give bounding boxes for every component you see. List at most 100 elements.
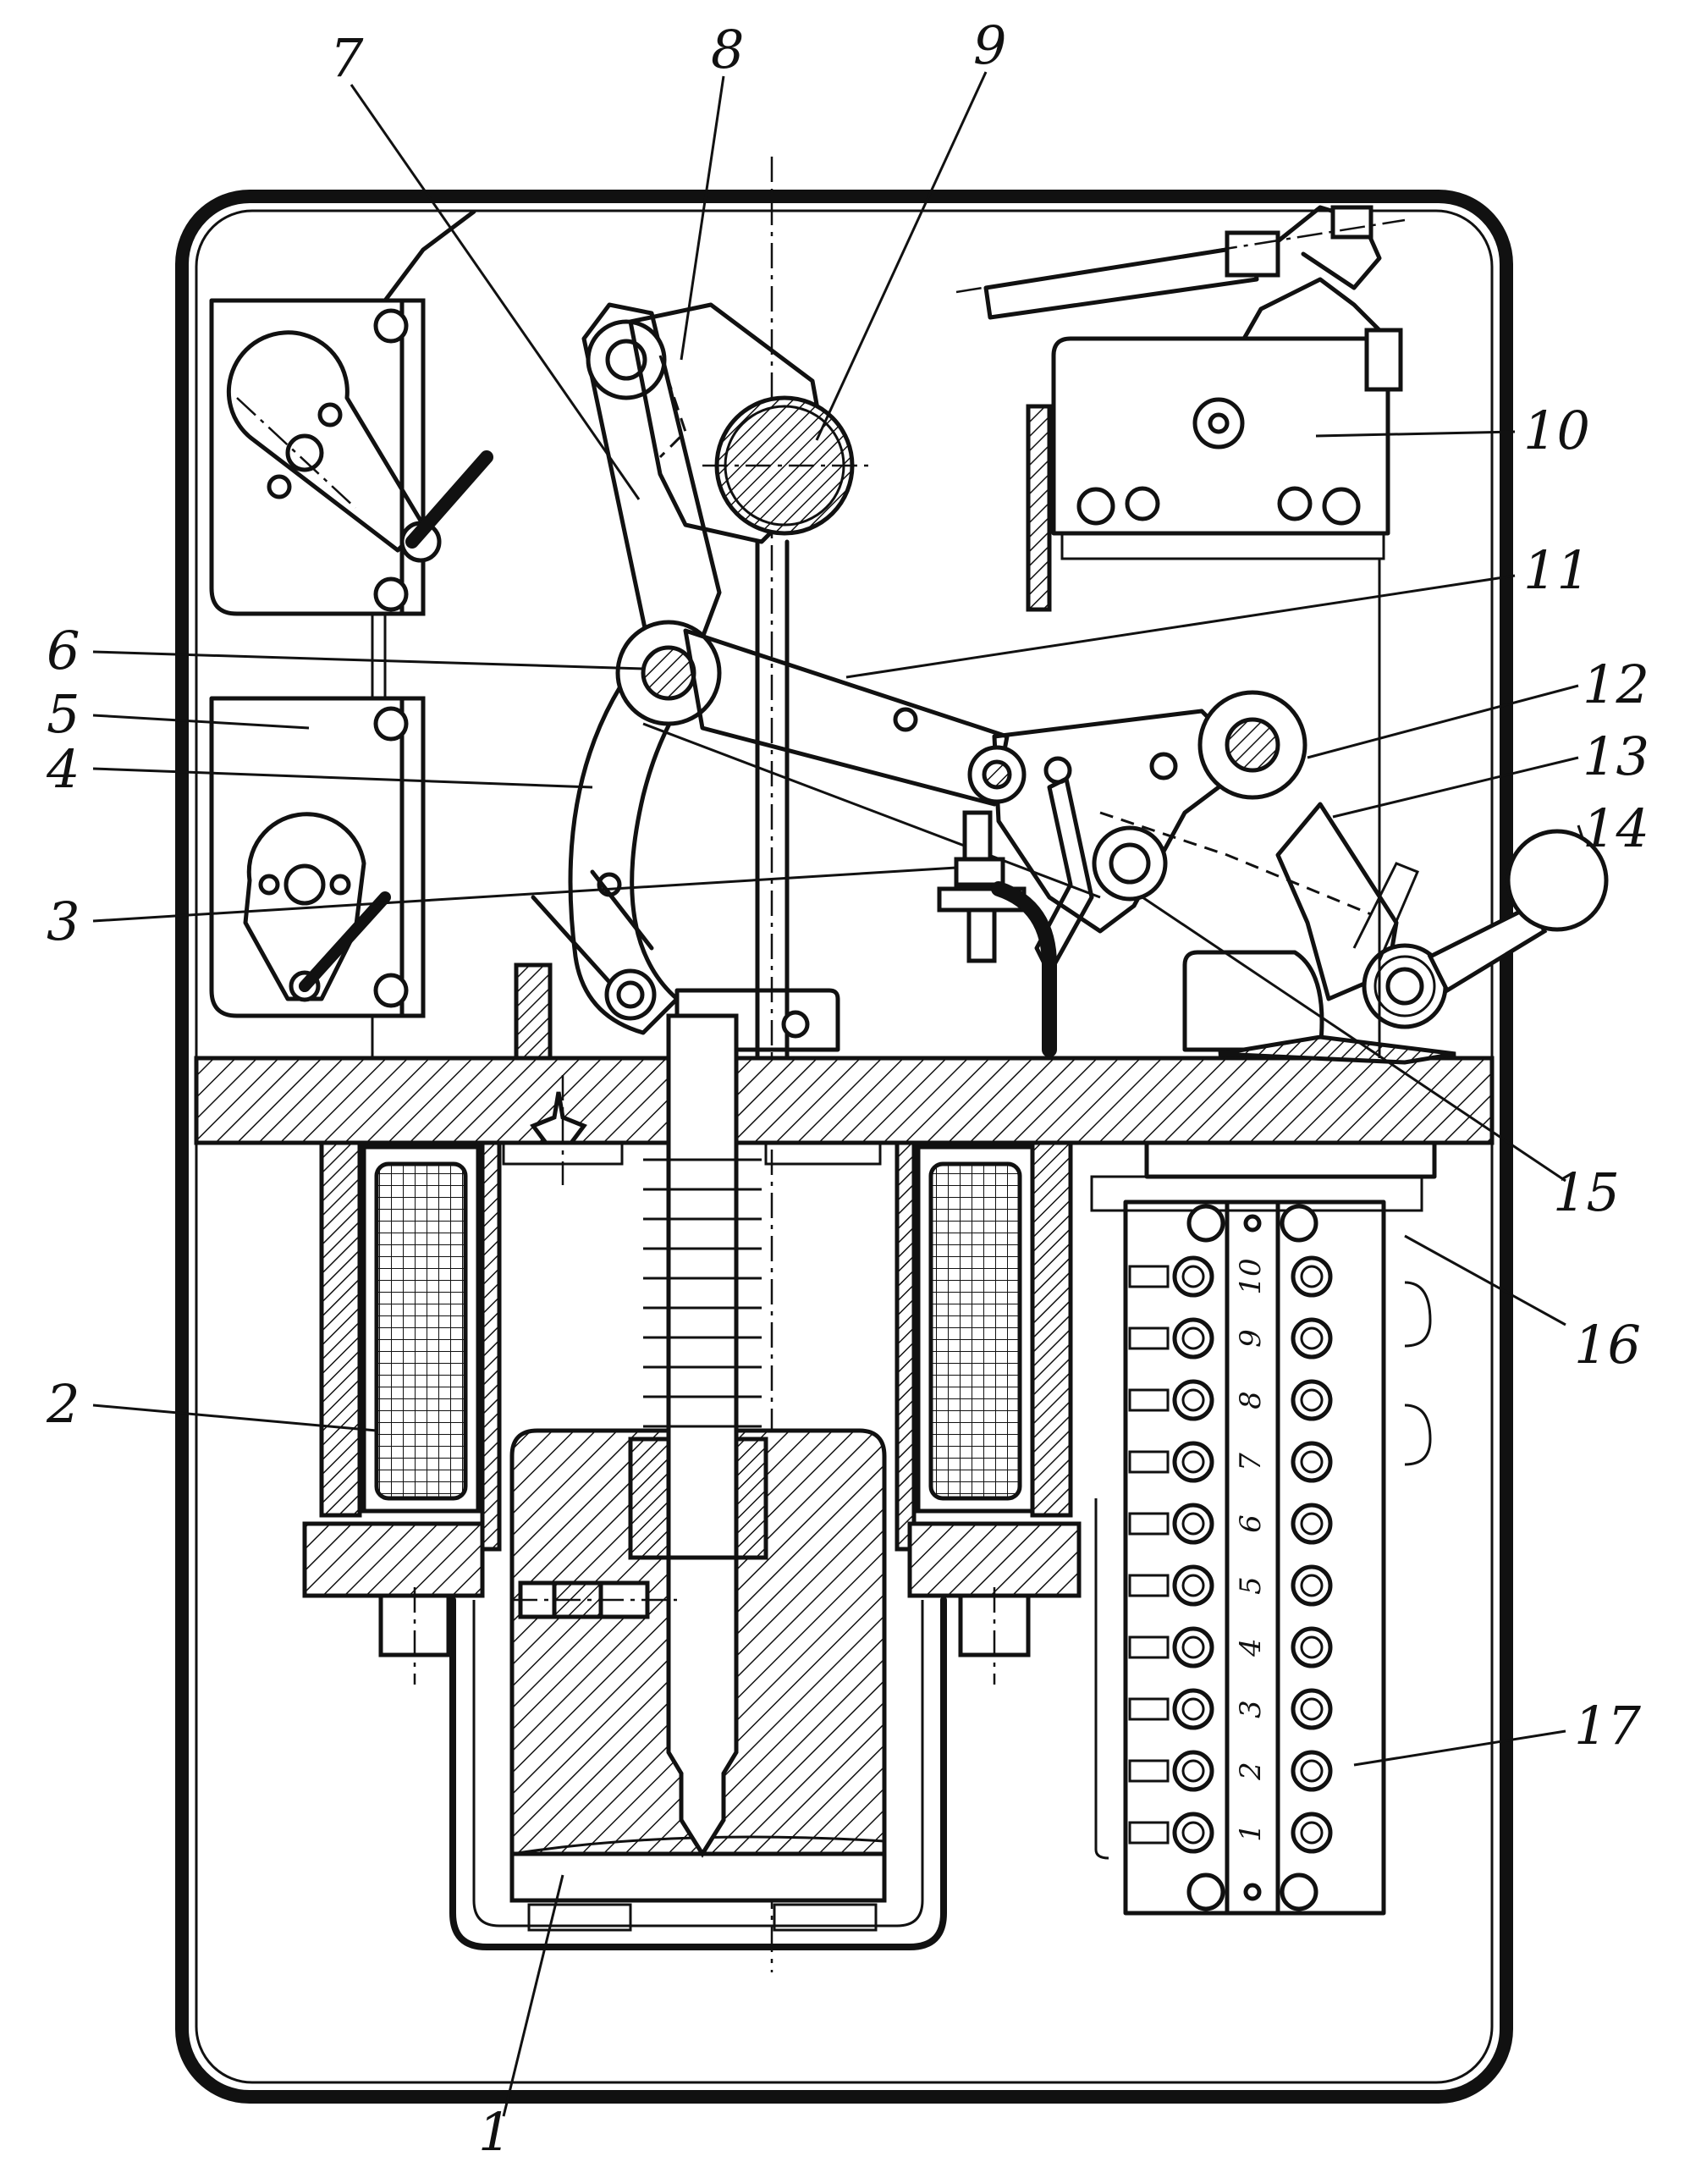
terminal-screw-head	[1300, 1697, 1324, 1721]
trip-handle	[1182, 802, 1609, 1065]
callout-5: 5	[47, 683, 80, 745]
terminal-screw-right	[1291, 1812, 1333, 1854]
wire-lug	[1128, 1697, 1170, 1721]
callout-9: 9	[973, 14, 1006, 76]
terminal-screw-right	[1291, 1564, 1333, 1607]
terminal-screw-right	[1291, 1255, 1333, 1298]
terminal-screw-head	[1181, 1574, 1205, 1597]
callout-16: 16	[1574, 1314, 1641, 1376]
terminal-screw-left	[1172, 1255, 1214, 1298]
terminal-number: 3	[1234, 1700, 1268, 1718]
wire-lug	[1128, 1326, 1170, 1350]
callout-2: 2	[46, 1373, 80, 1435]
terminal-screw-left	[1172, 1564, 1214, 1607]
terminal-row-5: 5	[1128, 1564, 1333, 1607]
terminal-number: 4	[1234, 1638, 1268, 1657]
wire-lug	[1128, 1759, 1170, 1783]
spring	[643, 1158, 762, 1428]
terminal-screw-left	[1172, 1750, 1214, 1792]
terminal-screw-head	[1181, 1821, 1205, 1845]
terminal-screw-head	[1181, 1512, 1205, 1536]
terminal-screw-right	[1291, 1503, 1333, 1545]
terminal-row-2: 2	[1128, 1750, 1333, 1792]
terminal-screw-right	[1291, 1750, 1333, 1792]
terminal-screw-head	[1300, 1821, 1324, 1845]
terminal-screw-head	[1181, 1697, 1205, 1721]
leader-lines	[92, 71, 1584, 2117]
terminal-screw-head	[1300, 1574, 1324, 1597]
terminal-screw-head	[1181, 1450, 1205, 1474]
terminal-number: 10	[1234, 1258, 1268, 1294]
terminal-number: 2	[1234, 1762, 1268, 1781]
callout-17: 17	[1574, 1695, 1641, 1757]
terminal-number: 1	[1234, 1823, 1268, 1842]
terminal-screw-left	[1172, 1626, 1214, 1668]
terminal-screw-head	[1300, 1265, 1324, 1288]
terminal-screw-left	[1172, 1317, 1214, 1359]
terminal-screw-head	[1181, 1388, 1205, 1412]
callout-1: 1	[478, 2101, 511, 2163]
terminal-row-8: 8	[1128, 1379, 1333, 1421]
callout-7: 7	[330, 27, 364, 89]
terminal-screw-right	[1291, 1441, 1333, 1483]
terminal-screw-right	[1291, 1317, 1333, 1359]
link-bar	[642, 628, 1101, 899]
callout-4: 4	[46, 738, 80, 800]
terminal-screw-right	[1291, 1379, 1333, 1421]
terminal-screw-head	[1300, 1388, 1324, 1412]
terminal-screw-left	[1172, 1812, 1214, 1854]
terminal-screw-head	[1300, 1635, 1324, 1659]
terminal-number: 5	[1234, 1576, 1268, 1595]
upper-aux-switch	[209, 209, 493, 616]
terminal-screw-head	[1300, 1326, 1324, 1350]
terminal-screw-left	[1172, 1688, 1214, 1730]
terminal-screw-left	[1172, 1379, 1214, 1421]
electromagnet	[302, 1013, 1082, 1950]
terminal-number: 6	[1234, 1514, 1268, 1533]
mounting-plate	[194, 1056, 1495, 1145]
terminal-screw-head	[1181, 1635, 1205, 1659]
latch-mechanism	[937, 690, 1372, 1057]
terminal-screw-left	[1172, 1441, 1214, 1483]
callout-6: 6	[47, 620, 80, 681]
lower-aux-switch	[209, 614, 426, 1058]
wire-lug	[1128, 1821, 1170, 1845]
terminal-number: 9	[1234, 1329, 1268, 1348]
wire-lug	[1128, 1574, 1170, 1597]
callout-15: 15	[1553, 1161, 1620, 1223]
wire-lug	[1128, 1450, 1170, 1474]
terminal-screw-head	[1300, 1512, 1324, 1536]
terminal-screw-head	[1181, 1759, 1205, 1783]
terminal-screw-right	[1291, 1626, 1333, 1668]
callout-11: 11	[1523, 539, 1590, 601]
terminal-row-1: 1	[1128, 1812, 1333, 1854]
wire-lug	[1128, 1512, 1170, 1536]
wire-lug	[1128, 1265, 1170, 1288]
terminal-screw-left	[1172, 1503, 1214, 1545]
armature-lever	[531, 620, 722, 1035]
housing	[175, 190, 1513, 2104]
terminal-row-3: 3	[1128, 1688, 1333, 1730]
callout-12: 12	[1583, 654, 1649, 715]
callout-10: 10	[1523, 400, 1590, 461]
terminal-block: 1 2 3 4 5 6 7 8 9 10	[1090, 1140, 1437, 1916]
terminal-number: 7	[1234, 1453, 1268, 1471]
terminal-rows: 1 2 3 4 5 6 7 8 9 10	[1128, 1255, 1333, 1854]
terminal-row-7: 7	[1128, 1441, 1333, 1483]
terminal-row-9: 9	[1128, 1317, 1333, 1359]
callout-14: 14	[1583, 797, 1649, 859]
micro-switch	[955, 205, 1406, 1058]
callout-8: 8	[711, 19, 744, 80]
terminal-screw-right	[1291, 1688, 1333, 1730]
callout-3: 3	[47, 891, 80, 952]
callout-13: 13	[1583, 725, 1649, 787]
callout-labels: 1 2 3 4 5 6 7 8 9 10 11 12 13 14 15 16 1…	[46, 14, 1649, 2163]
terminal-row-10: 10	[1128, 1255, 1333, 1298]
wire-lug	[1128, 1388, 1170, 1412]
guide-bracket	[502, 962, 882, 1185]
terminal-screw-head	[1181, 1326, 1205, 1350]
terminal-screw-head	[1181, 1265, 1205, 1288]
terminal-number: 8	[1234, 1391, 1268, 1409]
wire-lug	[1128, 1635, 1170, 1659]
